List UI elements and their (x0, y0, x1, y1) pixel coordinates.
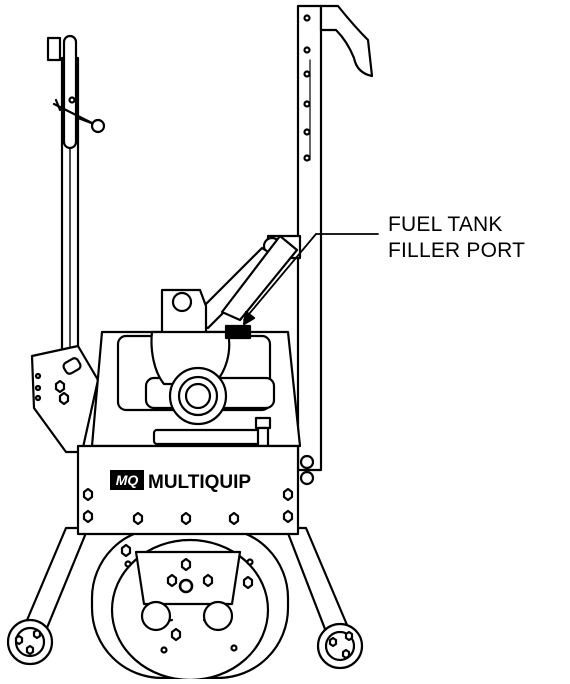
callout-line-2: FILLER PORT (388, 239, 526, 262)
brand-name-text: MULTIQUIP (148, 472, 251, 493)
engine (90, 288, 302, 448)
multiquip-logo: MQ MULTIQUIP (110, 470, 251, 493)
left-caster-wheel (6, 618, 54, 666)
right-handle (296, 4, 374, 486)
logo-mark-text: MQ (116, 472, 139, 488)
fuel-tank-filler-port-callout: FUEL TANK FILLER PORT (388, 212, 525, 264)
right-caster-wheel (316, 622, 364, 670)
left-frame-plate (30, 344, 100, 454)
front-drum (90, 526, 290, 682)
support-link (188, 234, 302, 330)
callout-line-1: FUEL TANK (388, 213, 503, 236)
left-handle (46, 34, 106, 360)
fuel-filler-cap (224, 324, 252, 340)
